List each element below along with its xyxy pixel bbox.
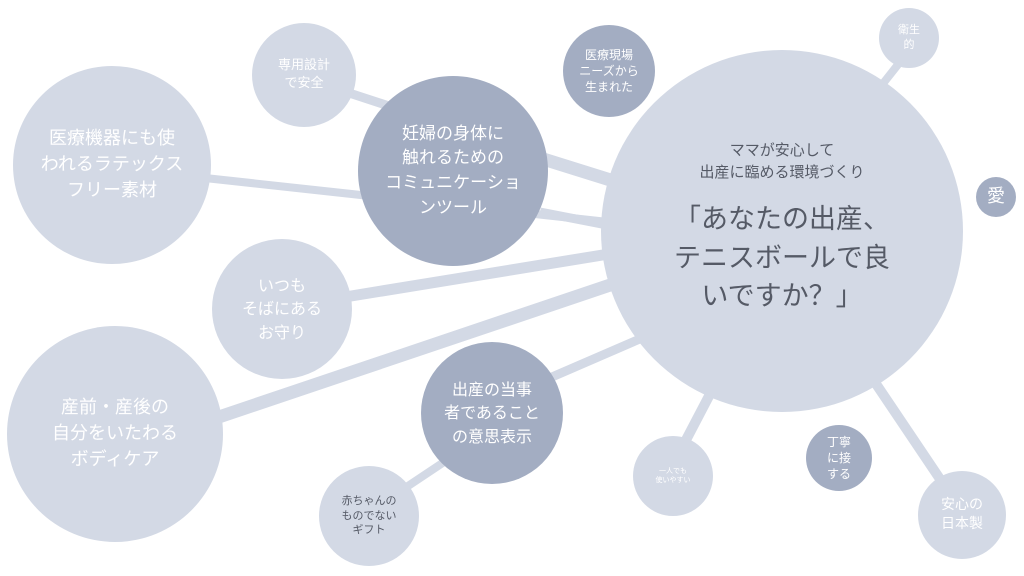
bubble-intent-expression: 出産の当事 者であること の意思表示 <box>421 342 563 484</box>
bubble-body-care: 産前・産後の 自分をいたわる ボディケア <box>7 326 223 542</box>
connector-tool-central-lower <box>539 207 613 231</box>
bubble-hygienic: 衛生 的 <box>879 8 939 68</box>
bubble-latex-free-material: 医療機器にも使 われるラテックス フリー素材 <box>13 66 211 264</box>
connector-tool-central-upper <box>538 151 622 190</box>
connector-selfcare-central <box>207 273 628 427</box>
bubble-medical-origin: 医療現場 ニーズから 生まれた <box>563 25 655 117</box>
bubble-love: 愛 <box>976 177 1016 217</box>
bubble-label: 安心の 日本製 <box>941 497 983 532</box>
bubble-label: 専用設計 で安全 <box>277 58 330 91</box>
central-message-bubble: ママが安心して 出産に臨める環境づくり 「あなたの出産、 テニスボールで良 いで… <box>601 50 963 412</box>
central-main-question: 「あなたの出産、 テニスボールで良 いですか？」 <box>674 204 890 312</box>
central-subtitle: ママが安心して 出産に臨める環境づくり <box>699 140 865 181</box>
connector-amulet-central <box>344 247 616 303</box>
bubble-amulet: いつも そばにある お守り <box>212 239 352 379</box>
bubble-easy-to-use: 一人でも 使いやすい <box>633 436 713 516</box>
bubble-label: 愛 <box>987 185 1005 207</box>
bubble-label: 一人でも 使いやすい <box>655 466 691 484</box>
connector-japan-central <box>863 369 947 485</box>
bubble-label: 丁寧 に接 する <box>826 434 851 482</box>
bubble-polite-contact: 丁寧 に接 する <box>806 425 872 491</box>
bubble-label: 妊婦の身体に 触れるための コミュニケーショ ンツール <box>385 123 521 218</box>
bubble-label: 医療現場 ニーズから 生まれた <box>579 47 639 95</box>
bubble-label: 医療機器にも使 われるラテックス フリー素材 <box>40 127 184 202</box>
bubble-label: 衛生 的 <box>898 23 920 51</box>
bubble-communication-tool: 妊婦の身体に 触れるための コミュニケーショ ンツール <box>358 76 548 266</box>
connector-intent-central <box>543 333 644 385</box>
bubble-label: 産前・産後の 自分をいたわる ボディケア <box>52 396 178 471</box>
bubble-made-in-japan: 安心の 日本製 <box>918 471 1006 559</box>
bubble-gift: 赤ちゃんの ものでない ギフト <box>319 466 419 566</box>
bubble-label: 赤ちゃんの ものでない ギフト <box>341 493 397 537</box>
bubble-dedicated-safe-design: 専用設計 で安全 <box>252 23 356 127</box>
bubble-label: 出産の当事 者であること の意思表示 <box>444 380 540 446</box>
bubble-label: いつも そばにある お守り <box>241 276 322 342</box>
